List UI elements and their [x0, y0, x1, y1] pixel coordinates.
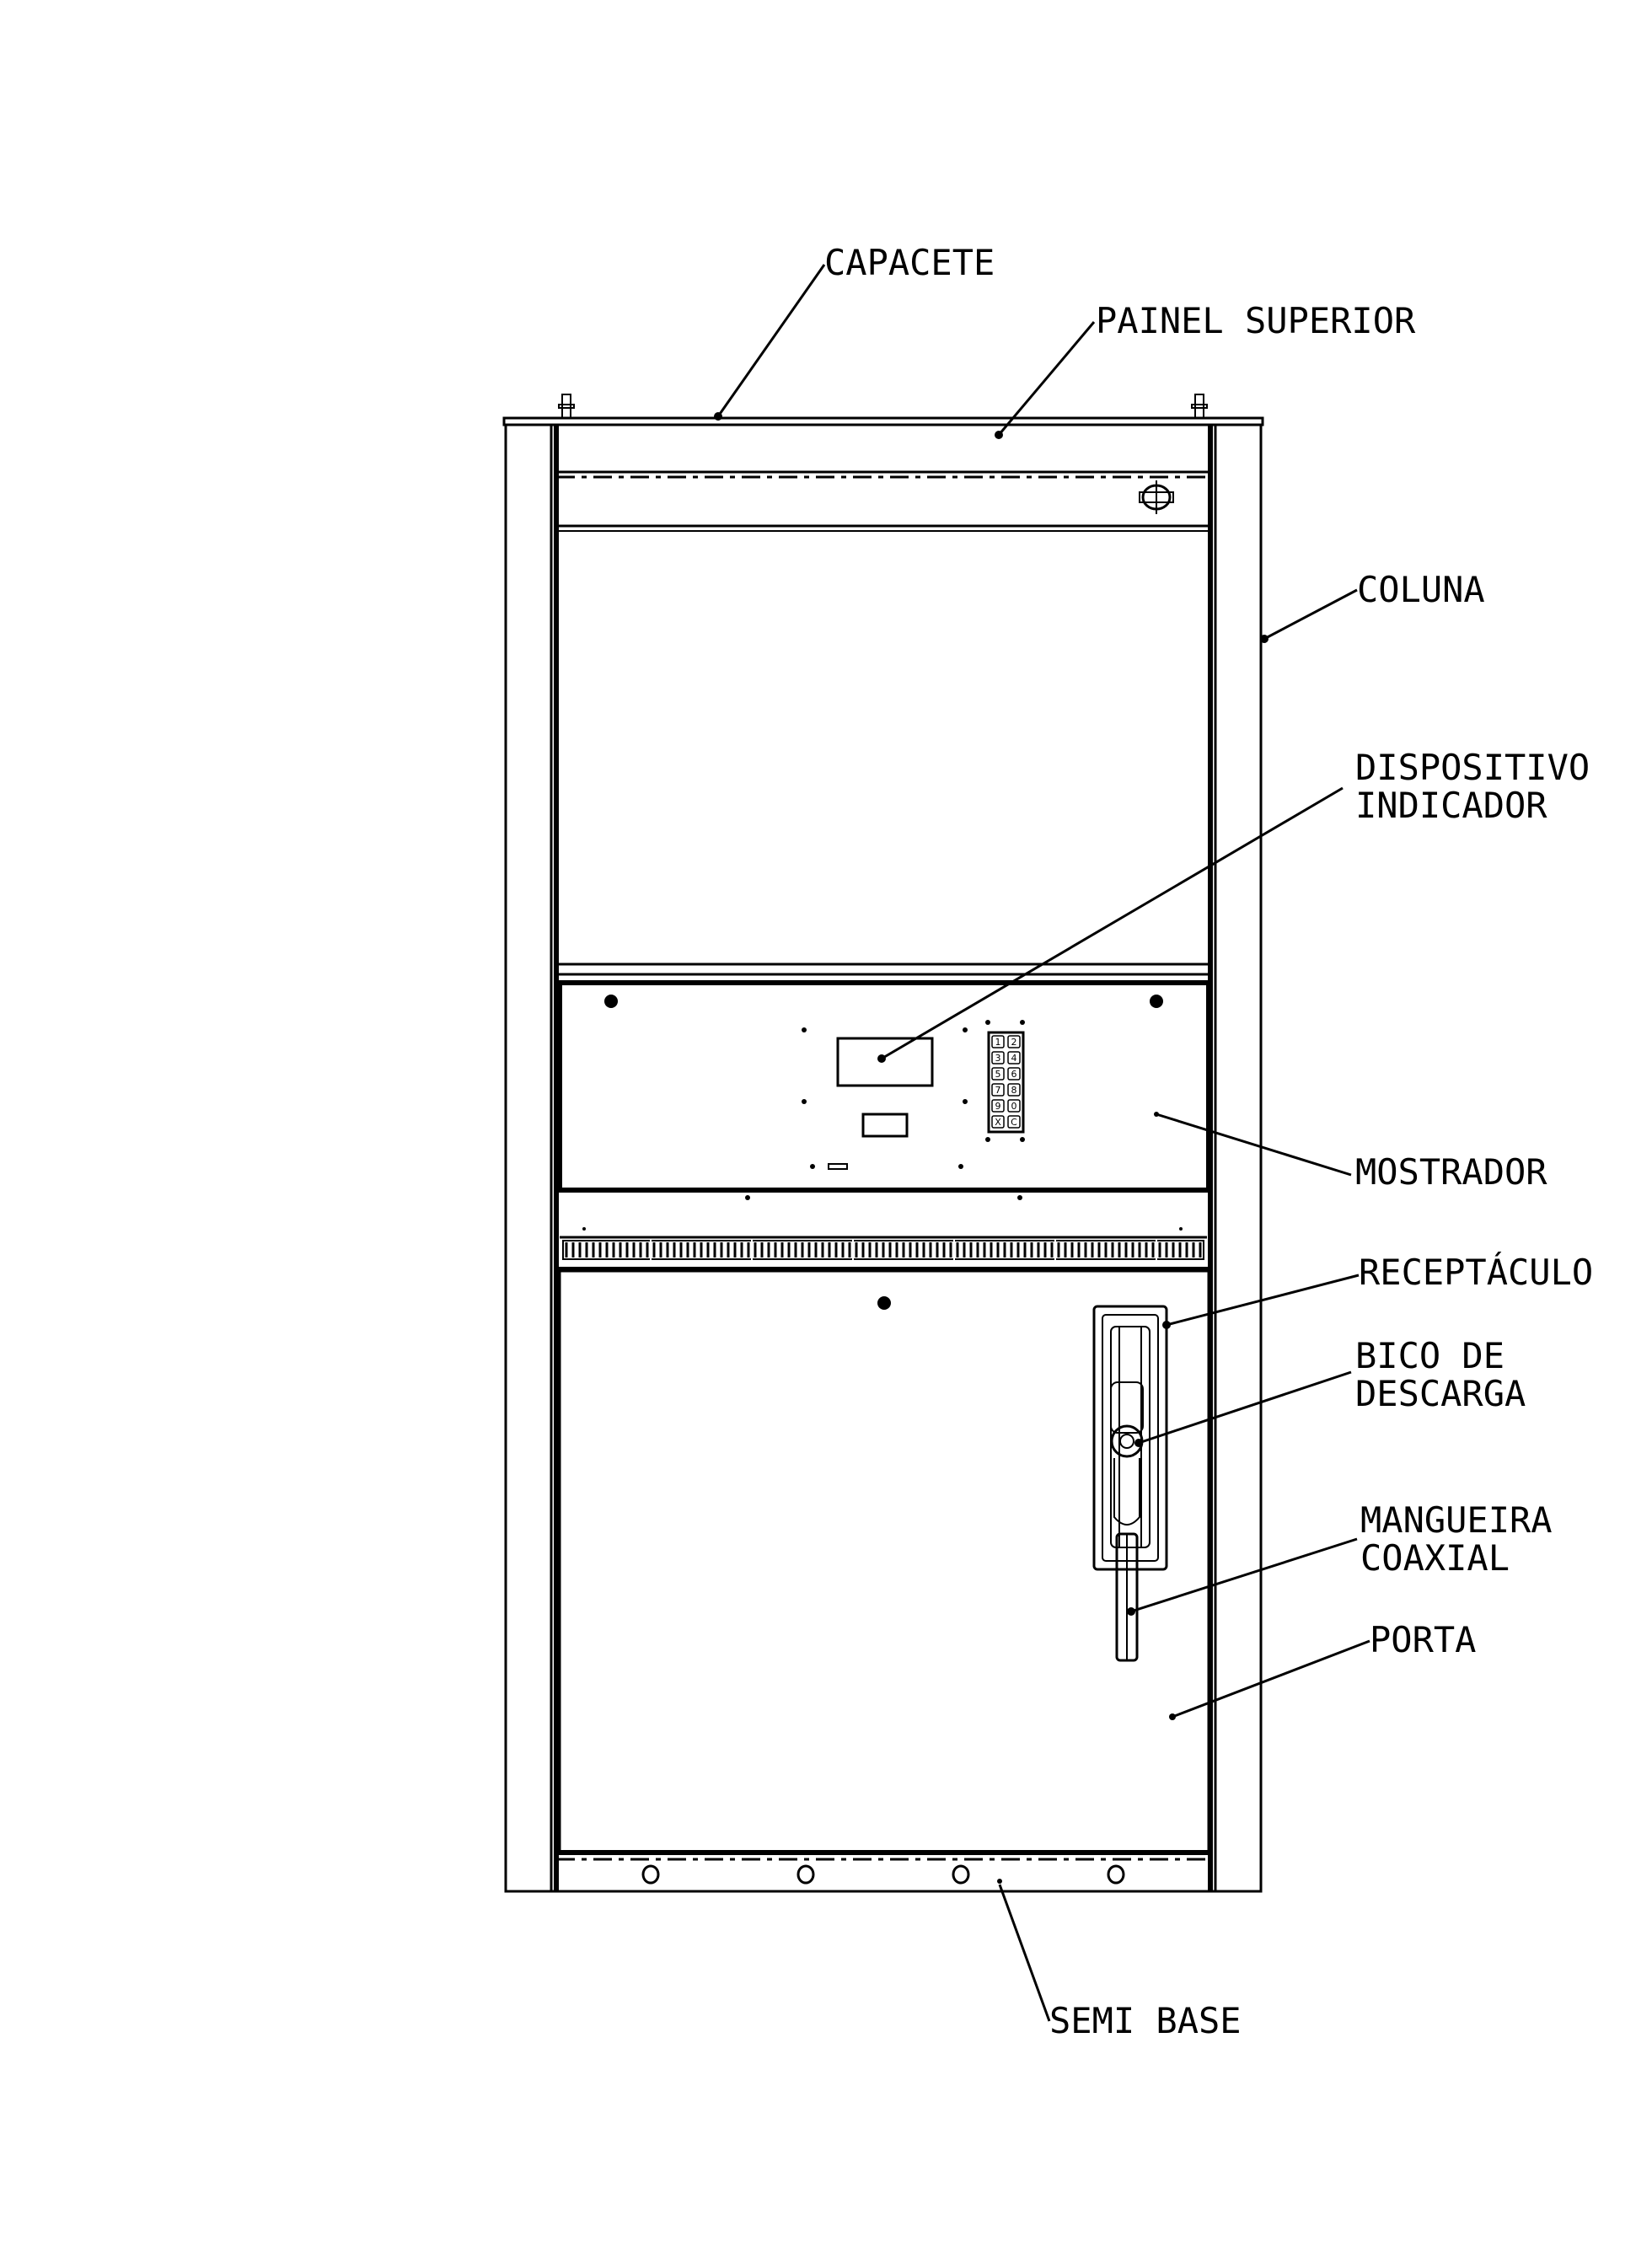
label-receptaculo: RECEPTÁCULO: [1359, 1251, 1593, 1293]
label-porta: PORTA: [1370, 1619, 1476, 1660]
bico-de-descarga: [1110, 1381, 1144, 1526]
label-painel-superior: PAINEL SUPERIOR: [1096, 300, 1416, 341]
keypad-key: [991, 1115, 1005, 1129]
keypad-key-label: 6: [1011, 1069, 1017, 1080]
keypad-key-label: 0: [1011, 1101, 1017, 1112]
louver-strip: [556, 1188, 1210, 1272]
keypad-key: [991, 1067, 1005, 1081]
keypad-key-label: 8: [1011, 1085, 1017, 1096]
keypad-key: [1007, 1099, 1021, 1113]
keypad-key-label: 7: [995, 1085, 1001, 1096]
mangueira-coaxial: [1115, 1532, 1139, 1662]
keypad-key-label: 5: [995, 1069, 1001, 1080]
keypad-key: [991, 1083, 1005, 1097]
top-pins: [558, 394, 1208, 419]
keypad-key: [1007, 1067, 1021, 1081]
keypad-key: [1007, 1035, 1021, 1048]
keypad-key-label: 1: [995, 1037, 1001, 1048]
keypad-key: [991, 1099, 1005, 1113]
keypad-key: [1007, 1115, 1021, 1129]
labels: CAPACETE PAINEL SUPERIOR COLUNA DISPOSIT…: [824, 242, 1593, 2041]
dispositivo-indicador-screen: [836, 1037, 934, 1087]
coluna-left: [504, 423, 553, 1893]
label-mangueira: MANGUEIRA: [1360, 1499, 1553, 1541]
label-descarga: DESCARGA: [1355, 1373, 1526, 1414]
semi-base-part: [506, 1850, 1261, 1893]
keypad-key-label: 9: [995, 1101, 1001, 1112]
keypad-key-label: X: [995, 1117, 1001, 1128]
capacete-part: [502, 416, 1264, 426]
keypad-key-label: C: [1011, 1117, 1017, 1128]
upper-divider: [556, 963, 1210, 985]
leader-lines: [714, 264, 1370, 2022]
label-indicador: INDICADOR: [1355, 785, 1547, 826]
label-coaxial: COAXIAL: [1360, 1537, 1510, 1579]
louver-vents: [565, 1239, 1202, 1261]
label-mostrador: MOSTRADOR: [1355, 1151, 1547, 1193]
keypad-key-label: 4: [1011, 1053, 1017, 1064]
label-bico-de: BICO DE: [1355, 1335, 1504, 1376]
keypad-key: [1007, 1083, 1021, 1097]
base-feet: [641, 1864, 1125, 1885]
keypad-key: [991, 1051, 1005, 1064]
painel-superior-part: [556, 470, 1210, 532]
keypad-key-label: 2: [1011, 1037, 1017, 1048]
keypad: [987, 1031, 1025, 1134]
label-coluna: COLUNA: [1357, 569, 1485, 610]
label-capacete: CAPACETE: [824, 242, 995, 283]
label-dispositivo: DISPOSITIVO: [1355, 747, 1590, 788]
keypad-key-label: 3: [995, 1053, 1001, 1064]
keypad-key: [991, 1035, 1005, 1048]
small-window: [861, 1113, 909, 1138]
label-semi-base: SEMI BASE: [1049, 2000, 1242, 2041]
keypad-key: [1007, 1051, 1021, 1064]
coluna-right: [1214, 423, 1263, 1893]
